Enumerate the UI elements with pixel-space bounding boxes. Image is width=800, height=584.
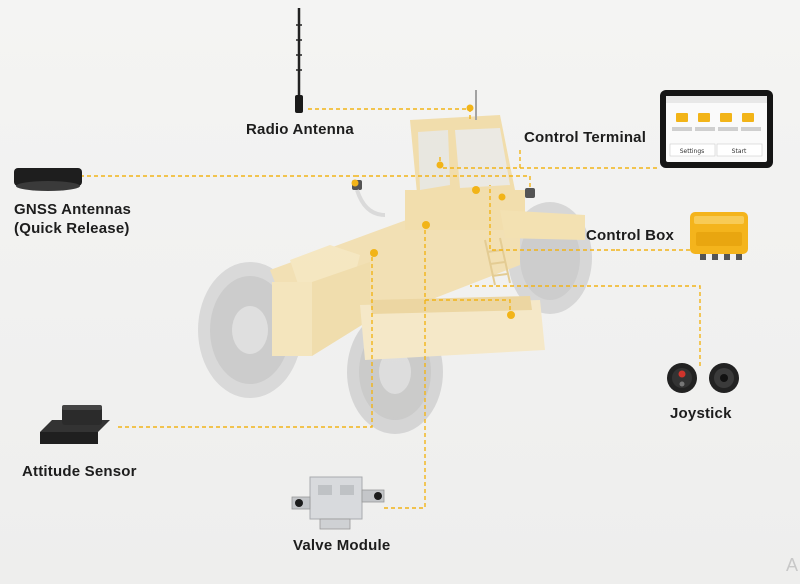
line-control-terminal xyxy=(439,150,521,169)
valve-module-image xyxy=(291,476,385,530)
label-radio-antenna: Radio Antenna xyxy=(246,121,354,138)
label-control-terminal: Control Terminal xyxy=(524,129,647,146)
line-gnss-right xyxy=(355,175,531,188)
label-gnss-line2: (Quick Release) xyxy=(14,220,130,237)
radio-antenna-image xyxy=(295,8,303,113)
line-joystick xyxy=(470,285,701,366)
line-attitude-sensor xyxy=(118,253,373,428)
attitude-sensor-image xyxy=(40,405,110,444)
motor-grader-image xyxy=(198,90,592,434)
line-valve-to-blade xyxy=(425,299,511,315)
control-box-image xyxy=(690,212,748,260)
label-gnss-line1: GNSS Antennas xyxy=(14,201,132,218)
label-gnss-antennas: GNSS Antennas (Quick Release) xyxy=(14,200,131,238)
connection-dots xyxy=(351,104,515,319)
joystick-image xyxy=(667,363,739,393)
label-attitude-sensor: Attitude Sensor xyxy=(22,463,137,480)
label-valve-module: Valve Module xyxy=(293,537,391,554)
gnss-antenna-image xyxy=(14,168,82,191)
terminal-settings-button: Settings xyxy=(680,148,705,155)
corner-mark: A xyxy=(785,555,798,575)
terminal-start-button: Start xyxy=(732,148,747,155)
control-terminal-image: Settings Start xyxy=(660,90,773,168)
label-control-box: Control Box xyxy=(586,227,675,244)
connector-lines xyxy=(80,108,701,509)
line-control-box xyxy=(489,185,615,251)
label-joystick: Joystick xyxy=(670,405,732,422)
